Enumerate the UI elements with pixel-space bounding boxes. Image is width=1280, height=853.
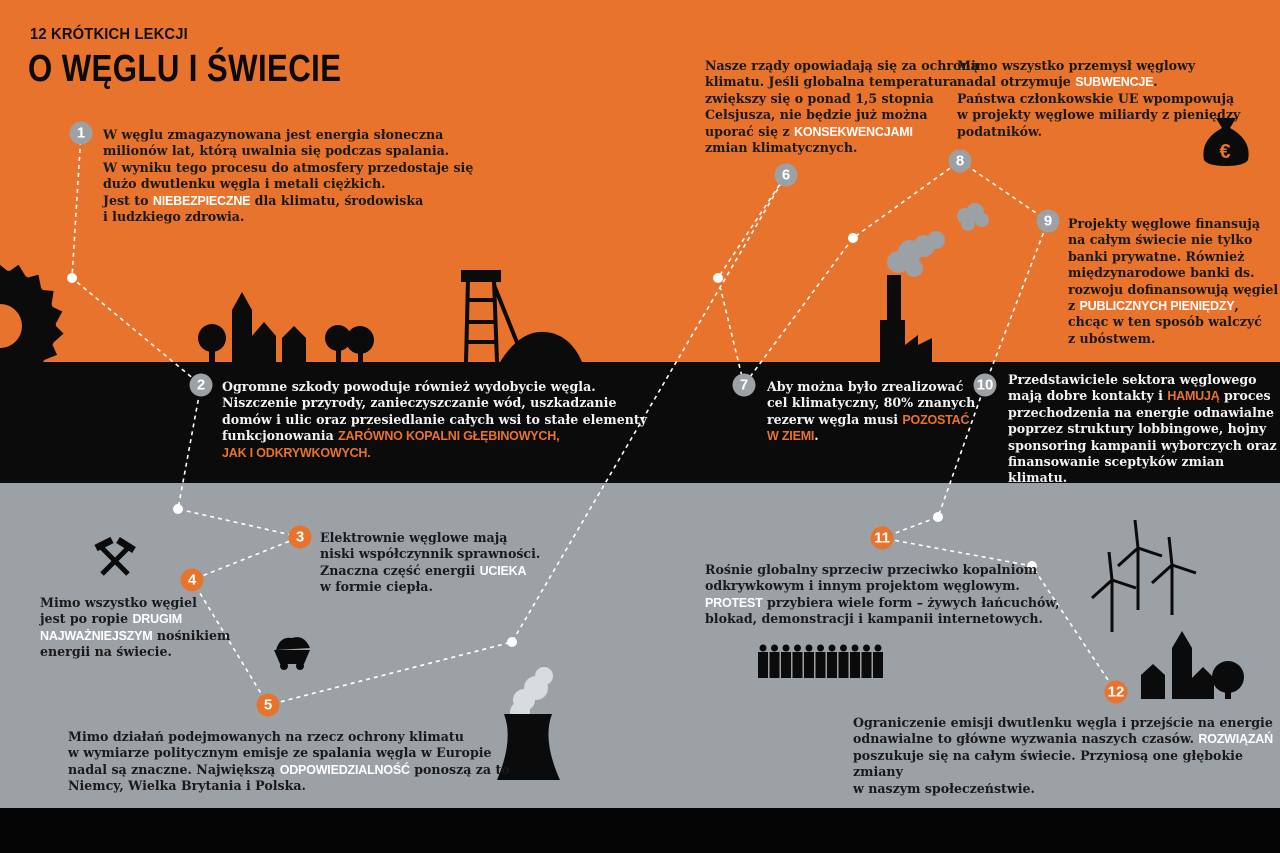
lesson-text: poszukuje się na całym świecie. Przynios… — [853, 747, 1243, 796]
lesson-5-text: Mimo działań podejmowanych na rzecz ochr… — [68, 729, 510, 795]
lesson-number-badge: 9 — [1036, 209, 1060, 233]
lesson-2-text: Ogromne szkody powoduje również wydobyci… — [222, 379, 647, 461]
lesson-8-text: Mimo wszystko przemysł węglowy nadal otr… — [957, 58, 1240, 140]
path-waypoints — [67, 233, 1037, 647]
cooling-tower-icon — [497, 667, 560, 780]
lesson-text: ponoszą za to Niemcy, Wielka Brytania i … — [68, 761, 510, 794]
black-band — [0, 362, 1280, 483]
lesson-text: nośnikiem energii na świecie. — [40, 627, 231, 660]
lesson-text: proces przechodzenia na energie odnawial… — [1008, 388, 1277, 486]
lesson-text: Ograniczenie emisji dwutlenku węgla i pr… — [853, 715, 1273, 747]
lesson-number-badge: 12 — [1104, 680, 1128, 704]
lesson-text: zmian klimatycznych. — [705, 140, 858, 156]
saw-blade-icon — [0, 264, 64, 390]
lesson-text: w formie ciepła. — [320, 579, 433, 595]
village-icon — [198, 292, 374, 362]
lesson-6-text: Nasze rządy opowiadają się za ochroną kl… — [705, 58, 979, 156]
lesson-text: . Państwa członkowskie UE wpompowują w p… — [957, 74, 1241, 139]
subtitle: 12 KRÓTKICH LEKCJI — [30, 26, 188, 43]
crossed-hammers-icon — [94, 536, 136, 576]
lesson-text: W węglu zmagazynowana jest energia słone… — [103, 127, 474, 208]
highlight-keyword: UCIEKA — [479, 563, 527, 578]
highlight-keyword: KONSEKWENCJAMI — [794, 124, 913, 139]
highlight-keyword: ZARÓWNO KOPALNI GŁĘBINOWYCH, JAK I ODKRY… — [222, 429, 560, 460]
orange-band — [0, 0, 1280, 362]
lesson-number-badge: 5 — [256, 693, 280, 717]
lesson-number-badge: 1 — [69, 121, 93, 145]
lesson-7-text: Aby można było zrealizować cel klimatycz… — [767, 379, 975, 445]
highlight-keyword: DRUGIM NAJWAŻNIEJSZYM — [40, 612, 182, 643]
smoke-icon — [887, 203, 989, 277]
lesson-text: Elektrownie węglowe mają niski współczyn… — [320, 530, 541, 578]
highlight-keyword: HAMUJĄ — [1167, 389, 1220, 404]
lesson-10-text: Przedstawiciele sektora węglowego mają d… — [1008, 372, 1280, 487]
lesson-number-badge: 8 — [948, 149, 972, 173]
wind-turbines-icon — [1090, 519, 1197, 632]
highlight-keyword: ROZWIĄZAŃ — [1198, 732, 1273, 747]
lesson-text: Mimo wszystko węgiel jest po ropie — [40, 595, 197, 627]
lesson-text: Ogromne szkody powoduje również wydobyci… — [222, 379, 648, 444]
factory-chimney-icon — [880, 275, 932, 362]
gray-band — [0, 483, 1280, 808]
highlight-keyword: POZOSTAĆ W ZIEMI — [767, 412, 970, 444]
lesson-number-badge: 10 — [973, 373, 997, 397]
svg-text:€: € — [1219, 141, 1230, 163]
lesson-text: Mimo wszystko przemysł węglowy nadal otr… — [957, 58, 1196, 90]
highlight-keyword: ODPOWIEDZIALNOŚĆ — [279, 762, 410, 777]
highlight-keyword: SUBWENCJE — [1075, 75, 1154, 90]
highlight-keyword: NIEBEZPIECZNE — [152, 193, 251, 208]
lesson-text: . — [814, 428, 819, 444]
page-title: O WĘGLU I ŚWIECIE — [28, 48, 342, 90]
mine-cart-icon — [274, 637, 310, 670]
lesson-number-badge: 7 — [732, 373, 756, 397]
lesson-text: Rośnie globalny sprzeciw przeciwko kopal… — [705, 562, 1038, 594]
lesson-text: dla klimatu, środowiska i ludzkiego zdro… — [103, 192, 424, 225]
highlight-keyword: PUBLICZNYCH PIENIĘDZY — [1079, 299, 1235, 314]
lesson-text: , chcąc w ten sposób walczyć z ubóstwem. — [1068, 298, 1262, 346]
lesson-number-badge: 11 — [870, 526, 894, 550]
lesson-11-text: Rośnie globalny sprzeciw przeciwko kopal… — [705, 562, 1060, 628]
lesson-text: Aby można było zrealizować cel klimatycz… — [767, 379, 976, 427]
lesson-number-badge: 2 — [189, 373, 213, 397]
lesson-4-text: Mimo wszystko węgiel jest po ropie DRUGI… — [40, 595, 230, 661]
lesson-text: Przedstawiciele sektora węglowego mają d… — [1008, 372, 1257, 404]
lesson-9-text: Projekty węglowe finansują na całym świe… — [1068, 216, 1278, 347]
mine-tower-icon — [461, 270, 522, 363]
money-bag-euro-icon: € — [1203, 118, 1249, 166]
coal-heap-icon — [500, 331, 582, 362]
lesson-text: Nasze rządy opowiadają się za ochroną kl… — [705, 58, 979, 139]
lesson-1-text: W węglu zmagazynowana jest energia słone… — [103, 127, 473, 225]
lesson-number-badge: 3 — [288, 525, 312, 549]
lesson-number-badge: 6 — [774, 163, 798, 187]
lesson-number-badge: 4 — [180, 568, 204, 592]
highlight-keyword: PROTEST — [705, 595, 763, 610]
lesson-3-text: Elektrownie węglowe mają niski współczyn… — [320, 530, 540, 596]
footer-band — [0, 808, 1280, 853]
lesson-text: Projekty węglowe finansują na całym świe… — [1068, 216, 1279, 314]
lesson-text: Mimo działań podejmowanych na rzecz ochr… — [68, 729, 492, 777]
town-icon — [1141, 631, 1244, 699]
lesson-text: przybiera wiele form – żywych łańcuchów,… — [705, 594, 1060, 627]
protesters-icon — [758, 644, 883, 678]
lesson-12-text: Ograniczenie emisji dwutlenku węgla i pr… — [853, 715, 1280, 797]
